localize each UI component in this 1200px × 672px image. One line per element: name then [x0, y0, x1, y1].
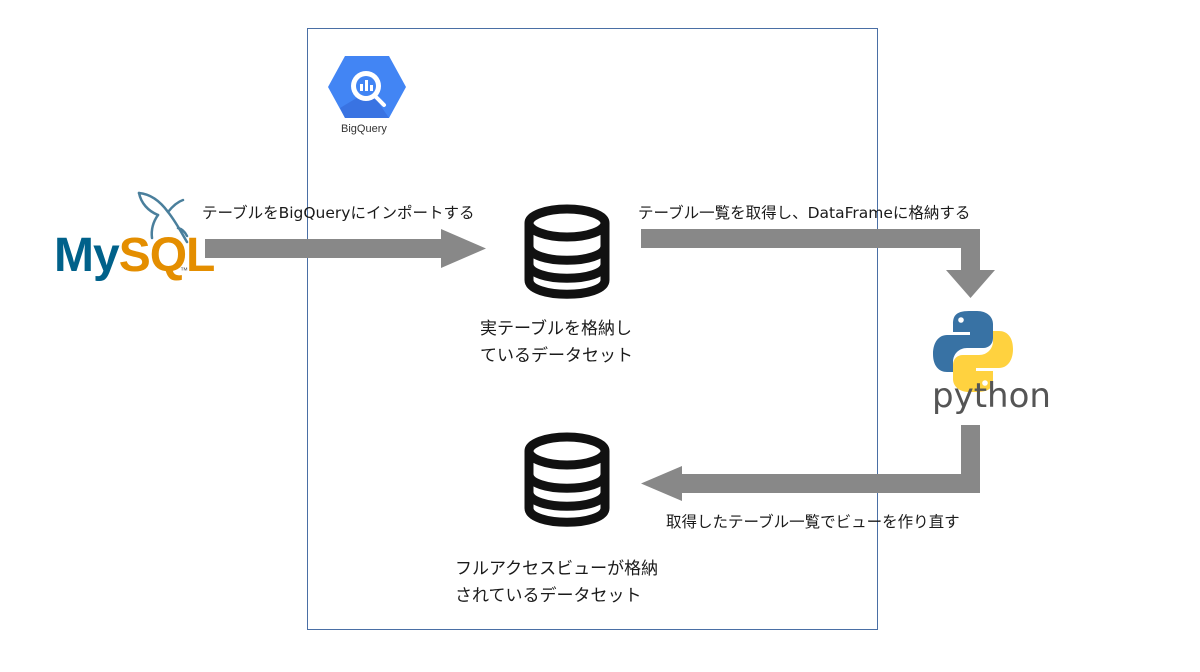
mysql-trademark: ™	[180, 266, 188, 275]
view-dataset-caption: フルアクセスビューが格納 されているデータセット	[455, 556, 658, 610]
mysql-dolphin-icon	[137, 191, 189, 244]
fetch-arrow-label: テーブル一覧を取得し、DataFrameに格納する	[638, 204, 971, 222]
bigquery-logo-label: BigQuery	[341, 123, 387, 135]
recreate-arrow-label: 取得したテーブル一覧でビューを作り直す	[666, 513, 960, 531]
real-table-dataset-caption-line1: 実テーブルを格納し	[480, 319, 632, 339]
python-logo-wordmark: python	[932, 376, 1051, 416]
python-trademark: ™	[1018, 388, 1026, 397]
bigquery-boundary-box	[307, 28, 878, 630]
view-dataset-caption-line2: されているデータセット	[455, 586, 642, 606]
import-arrow-label: テーブルをBigQueryにインポートする	[202, 204, 475, 222]
database-icon-real-tables	[524, 204, 610, 299]
python-logo-icon	[933, 311, 1013, 392]
mysql-logo-sql: SQL	[118, 229, 216, 282]
database-icon-views	[524, 432, 610, 527]
recreate-arrow	[641, 425, 980, 501]
fetch-arrow	[641, 229, 995, 298]
view-dataset-caption-line1: フルアクセスビューが格納	[455, 559, 659, 579]
mysql-logo-my: My	[54, 229, 120, 282]
mysql-logo-wordmark: MySQL	[54, 228, 216, 284]
real-table-dataset-caption-line2: ているデータセット	[480, 346, 633, 366]
bigquery-logo-icon	[328, 56, 406, 118]
real-table-dataset-caption: 実テーブルを格納し ているデータセット	[480, 316, 633, 370]
import-arrow	[205, 229, 486, 268]
